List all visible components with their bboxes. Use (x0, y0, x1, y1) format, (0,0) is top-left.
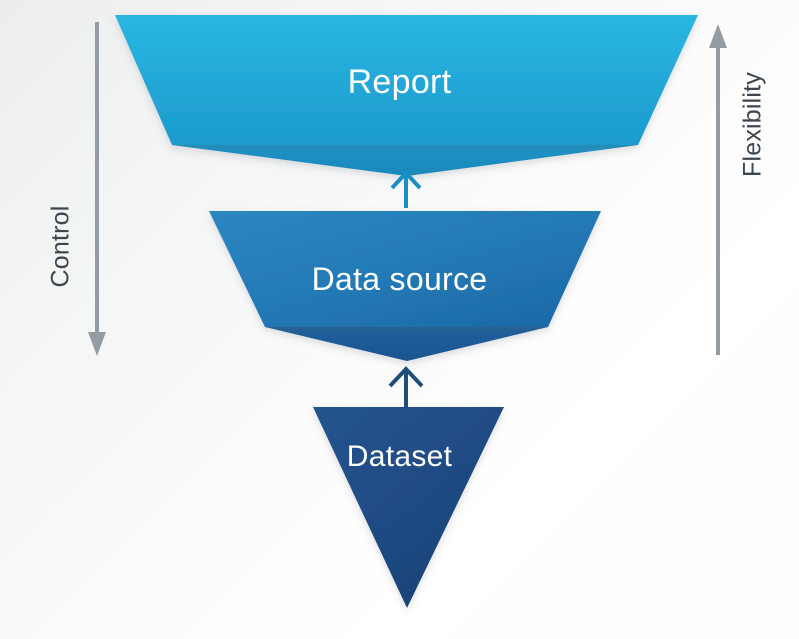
control-axis-arrow (88, 22, 106, 356)
dataset-triangle (313, 407, 504, 608)
data-source-base-shadow (265, 327, 548, 361)
funnel-label-dataset: Dataset (346, 440, 453, 473)
funnel-level-dataset[interactable] (313, 407, 504, 608)
funnel-level-report[interactable] (115, 15, 698, 176)
data-source-trapezoid (209, 211, 601, 327)
arrow-data-source-to-report (390, 170, 422, 208)
flexibility-axis-arrow (709, 24, 727, 355)
funnel-label-data-source: Data source (311, 261, 488, 297)
report-trapezoid (115, 15, 698, 145)
funnel-label-report: Report (347, 63, 452, 101)
funnel-level-data-source[interactable] (209, 211, 601, 361)
report-base-shadow (172, 145, 638, 176)
arrow-dataset-to-data-source (388, 366, 424, 408)
